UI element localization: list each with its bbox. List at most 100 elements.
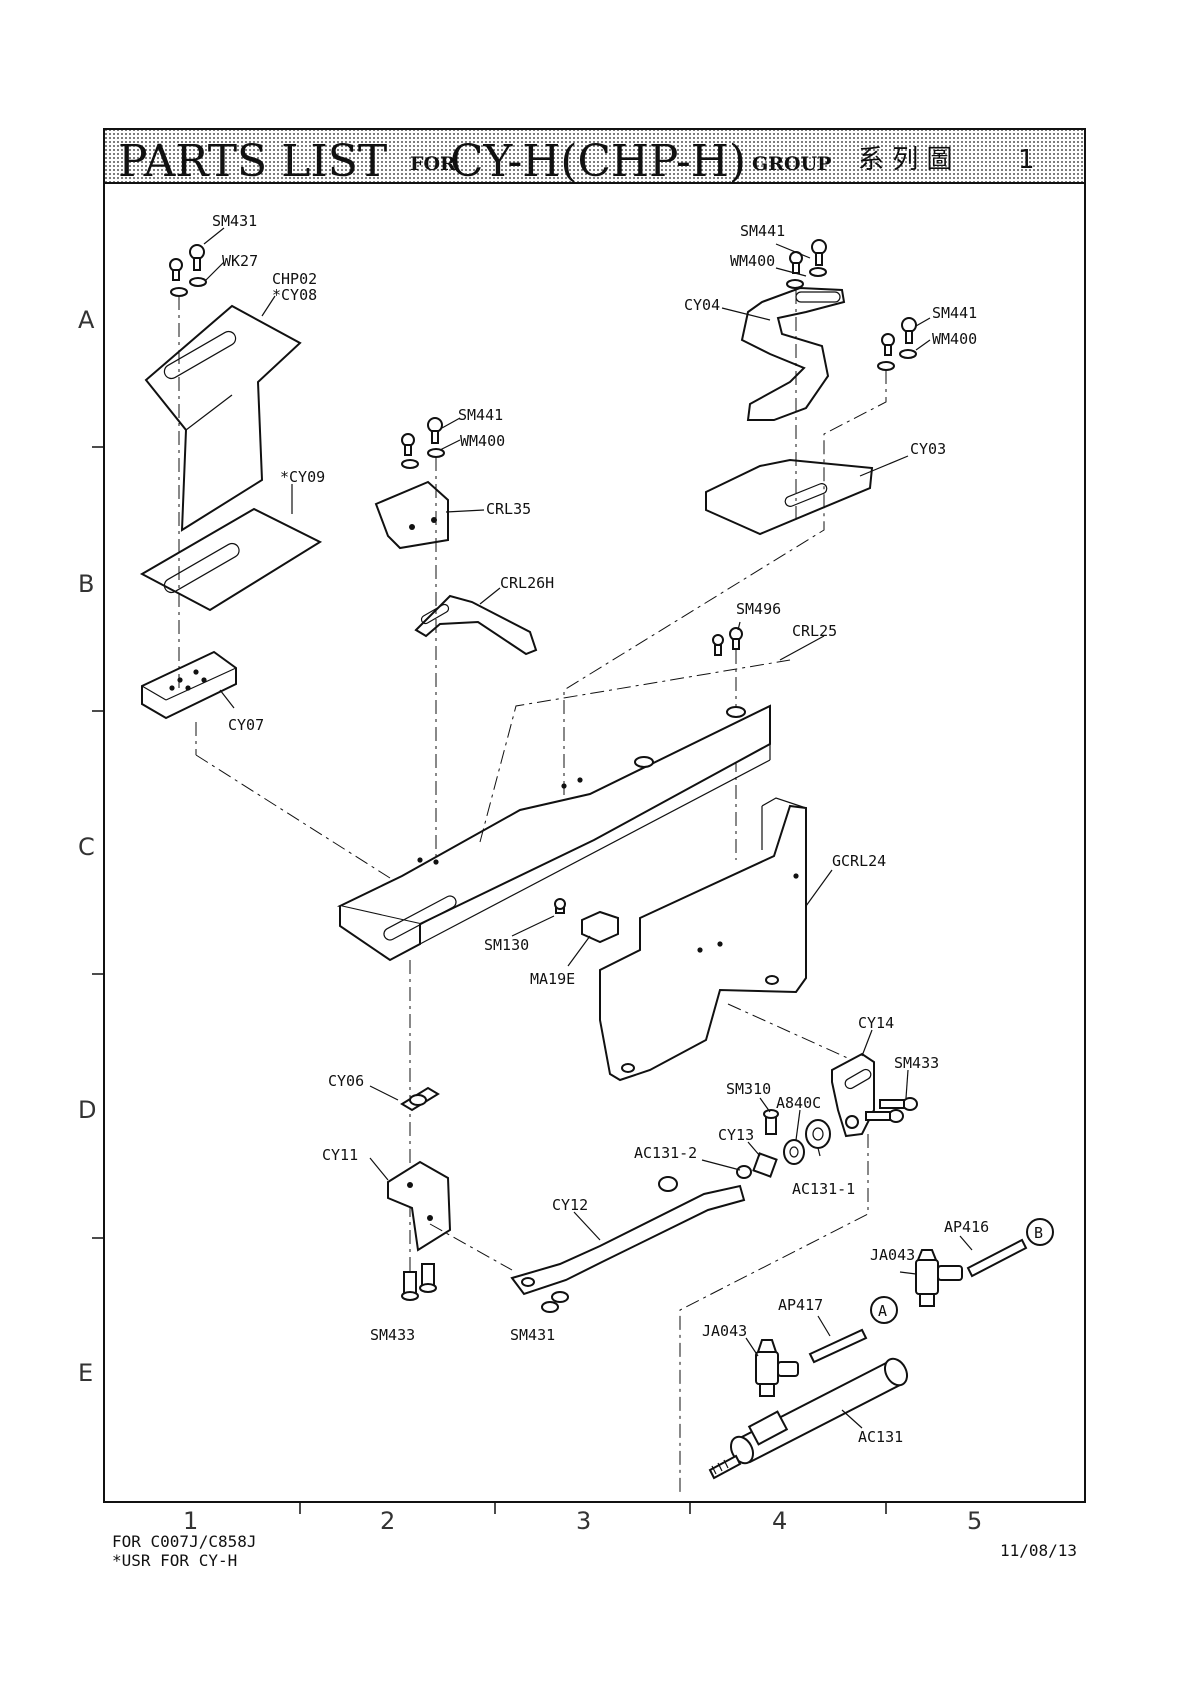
label-sm431-bottom: SM431 <box>510 1326 555 1344</box>
row-letter-b: B <box>78 570 94 598</box>
part-labels: SM431 WK27 CHP02 *CY08 *CY09 CY07 SM441 … <box>212 212 989 1446</box>
part-sm496-screws <box>712 627 743 656</box>
part-sm441-screw-mid <box>401 417 445 469</box>
label-ja043-left: JA043 <box>702 1322 747 1340</box>
part-sm310-screw <box>763 1109 779 1135</box>
row-letter-e: E <box>78 1359 93 1387</box>
label-cy14: CY14 <box>858 1014 894 1032</box>
part-gcrl24-plate <box>599 797 807 1082</box>
row-letter-a: A <box>78 306 95 334</box>
column-number-5: 5 <box>967 1507 982 1535</box>
label-a840c: A840C <box>776 1094 821 1112</box>
column-number-2: 2 <box>380 1507 395 1535</box>
label-ac131-1: AC131-1 <box>792 1180 855 1198</box>
part-ja043-left-fitting <box>755 1339 799 1397</box>
part-ja043-right-fitting <box>915 1249 963 1307</box>
label-ap416: AP416 <box>944 1218 989 1236</box>
label-ap417: AP417 <box>778 1296 823 1314</box>
label-cy07: CY07 <box>228 716 264 734</box>
label-chp02: CHP02 <box>272 270 317 288</box>
part-sm441-screw-right <box>877 317 917 371</box>
column-number-3: 3 <box>576 1507 591 1535</box>
column-number-1: 1 <box>183 1507 198 1535</box>
title-group: GROUP <box>752 153 831 175</box>
label-ma19e: MA19E <box>530 970 575 988</box>
leader-cy14-to-cylinder <box>679 1134 869 1492</box>
part-cy07-block <box>141 650 237 720</box>
title-cjk: 系 列 圖 <box>858 145 953 175</box>
label-sm433-bottom: SM433 <box>370 1326 415 1344</box>
label-crl25: CRL25 <box>792 622 837 640</box>
label-crl35: CRL35 <box>486 500 531 518</box>
part-ap416-tube <box>966 1238 1028 1278</box>
part-crl25-main-rail <box>336 704 771 962</box>
leader-crl25-upper <box>479 659 791 843</box>
part-cy14-bracket <box>831 1052 875 1138</box>
part-ref-a-circle: A <box>870 1296 898 1324</box>
row-letter-c: C <box>78 833 95 861</box>
label-cy12: CY12 <box>552 1196 588 1214</box>
part-sm441-screw-top-right <box>786 239 827 289</box>
part-sm431-screws-bottom <box>541 1291 569 1313</box>
label-crl26h: CRL26H <box>500 574 554 592</box>
label-sm441-right: SM441 <box>932 304 977 322</box>
footer-usr-note: *USR FOR CY-H <box>112 1551 237 1570</box>
label-cy09: *CY09 <box>280 468 325 486</box>
label-ja043-right: JA043 <box>870 1246 915 1264</box>
label-wm400-top: WM400 <box>730 252 775 270</box>
label-sm441-top: SM441 <box>740 222 785 240</box>
leader-gcrl24-to-cy14 <box>727 1003 853 1061</box>
part-ap417-tube <box>808 1328 868 1364</box>
leader-cy03-right <box>563 370 887 796</box>
column-numbers: 1 2 3 4 5 <box>183 1507 982 1535</box>
part-ac131-1-nut <box>805 1119 831 1149</box>
label-cy11: CY11 <box>322 1146 358 1164</box>
row-letter-d: D <box>78 1096 96 1124</box>
label-sm433-right: SM433 <box>894 1054 939 1072</box>
label-cy08: *CY08 <box>272 286 317 304</box>
part-ref-b-circle: B <box>1026 1218 1054 1246</box>
label-cy06: CY06 <box>328 1072 364 1090</box>
part-cy09-plate <box>139 507 323 612</box>
ref-b-label: B <box>1034 1224 1043 1242</box>
column-ticks <box>299 1502 887 1514</box>
label-sm441-mid: SM441 <box>458 406 503 424</box>
part-cy06-washer <box>400 1086 440 1112</box>
footer-model-note: FOR C007J/C858J <box>112 1532 257 1551</box>
part-cy03-bracket <box>705 458 874 536</box>
label-leaders <box>203 227 973 1429</box>
leader-cy11-to-cy12 <box>429 1223 513 1271</box>
part-cy11-bracket <box>387 1160 452 1252</box>
title-for: FOR <box>410 153 456 175</box>
label-cy03: CY03 <box>910 440 946 458</box>
title-bar <box>103 128 1086 184</box>
label-wm400-right: WM400 <box>932 330 977 348</box>
part-cy12-arm <box>510 1184 746 1296</box>
label-ac131: AC131 <box>858 1428 903 1446</box>
leader-rail-left <box>195 754 391 879</box>
label-ac131-2: AC131-2 <box>634 1144 697 1162</box>
label-wk27: WK27 <box>222 252 258 270</box>
ref-a-label: A <box>878 1302 887 1320</box>
label-sm310: SM310 <box>726 1080 771 1098</box>
footer-date: 11/08/13 <box>1000 1541 1077 1560</box>
row-letters: A B C D E <box>78 306 96 1387</box>
title-main: PARTS LIST <box>118 136 387 187</box>
part-ac131-2-nut <box>658 1165 752 1192</box>
part-sm433-screws-bottom <box>401 1263 437 1301</box>
part-ac131-cylinder <box>708 1357 909 1480</box>
label-sm496: SM496 <box>736 600 781 618</box>
part-crl35-bracket <box>374 480 449 550</box>
part-ma19e-clip <box>554 898 619 944</box>
label-gcrl24: GCRL24 <box>832 852 886 870</box>
part-cy13-joint <box>752 1152 778 1178</box>
title-model: CY-H(CHP-H) <box>450 136 746 187</box>
part-sm433-screws-right <box>865 1097 918 1123</box>
row-ticks <box>92 446 104 1239</box>
column-number-4: 4 <box>772 1507 787 1535</box>
title-page-number: 1 <box>1018 145 1035 175</box>
part-chp02-bracket <box>144 304 302 532</box>
label-cy04: CY04 <box>684 296 720 314</box>
part-sm431-screw-top <box>169 244 207 297</box>
label-sm431-top: SM431 <box>212 212 257 230</box>
